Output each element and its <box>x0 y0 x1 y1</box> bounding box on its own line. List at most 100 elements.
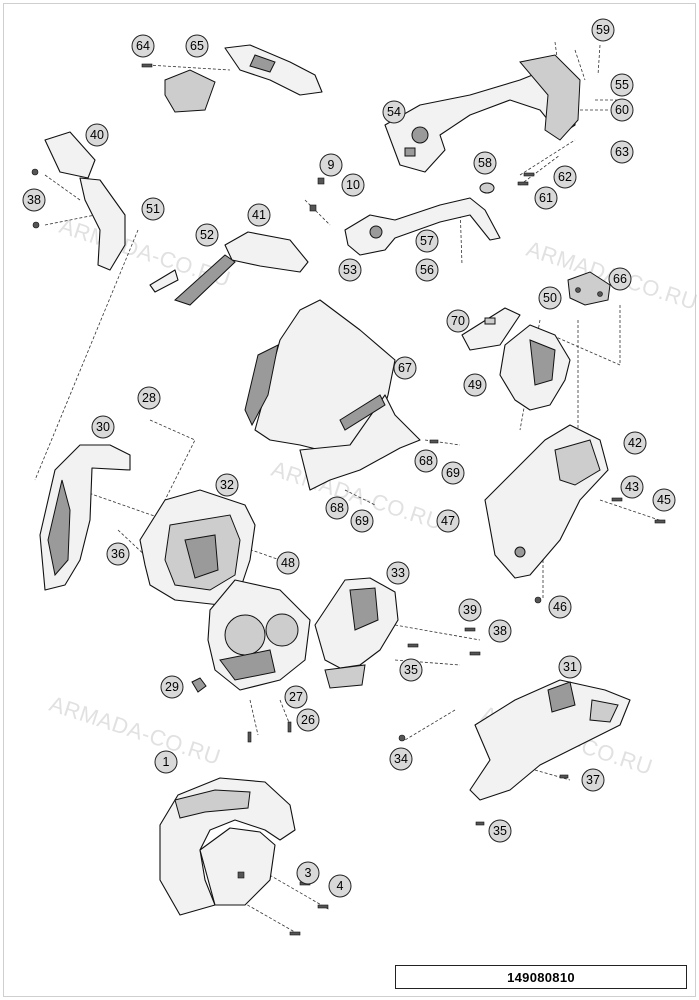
callout-57: 57 <box>415 229 439 253</box>
svg-text:50: 50 <box>543 291 557 305</box>
svg-text:59: 59 <box>596 23 610 37</box>
svg-text:45: 45 <box>657 493 671 507</box>
diagram-frame <box>3 3 696 997</box>
svg-text:47: 47 <box>441 514 455 528</box>
callout-29: 29 <box>160 675 184 699</box>
svg-text:39: 39 <box>463 603 477 617</box>
callout-53: 53 <box>338 258 362 282</box>
svg-text:38: 38 <box>493 624 507 638</box>
callout-50: 50 <box>538 286 562 310</box>
callout-62: 62 <box>553 165 577 189</box>
callout-30: 30 <box>91 415 115 439</box>
svg-text:38: 38 <box>27 193 41 207</box>
callout-10: 10 <box>341 173 365 197</box>
svg-text:48: 48 <box>281 556 295 570</box>
part-49-tray <box>499 324 571 411</box>
svg-text:4: 4 <box>337 879 344 893</box>
callout-49: 49 <box>463 373 487 397</box>
svg-text:40: 40 <box>90 128 104 142</box>
callout-35: 35 <box>399 658 423 682</box>
svg-text:43: 43 <box>625 480 639 494</box>
svg-text:3: 3 <box>305 866 312 880</box>
callout-58: 58 <box>473 151 497 175</box>
svg-text:64: 64 <box>136 39 150 53</box>
svg-text:62: 62 <box>558 170 572 184</box>
callout-68: 68 <box>325 496 349 520</box>
callout-47: 47 <box>436 509 460 533</box>
callout-40: 40 <box>85 123 109 147</box>
svg-text:68: 68 <box>419 454 433 468</box>
svg-text:41: 41 <box>252 208 266 222</box>
svg-text:33: 33 <box>391 566 405 580</box>
svg-text:70: 70 <box>451 314 465 328</box>
callout-33: 33 <box>386 561 410 585</box>
callout-27: 27 <box>284 685 308 709</box>
svg-text:42: 42 <box>628 436 642 450</box>
callout-3: 3 <box>296 861 320 885</box>
callout-28: 28 <box>137 386 161 410</box>
callout-45: 45 <box>652 488 676 512</box>
callout-65: 65 <box>185 34 209 58</box>
svg-text:27: 27 <box>289 690 303 704</box>
callout-54: 54 <box>382 100 406 124</box>
document-code: 149080810 <box>395 965 687 989</box>
svg-text:68: 68 <box>330 501 344 515</box>
callout-36: 36 <box>106 542 130 566</box>
callout-37: 37 <box>581 768 605 792</box>
svg-text:35: 35 <box>493 824 507 838</box>
watermark-text: ARMADA-CO.RU <box>46 691 223 770</box>
callout-70: 70 <box>446 309 470 333</box>
svg-text:36: 36 <box>111 547 125 561</box>
svg-text:53: 53 <box>343 263 357 277</box>
callout-32: 32 <box>215 473 239 497</box>
callout-52: 52 <box>195 223 219 247</box>
callout-4: 4 <box>328 874 352 898</box>
callout-51: 51 <box>141 197 165 221</box>
callout-48: 48 <box>276 551 300 575</box>
callout-35: 35 <box>488 819 512 843</box>
svg-text:1: 1 <box>163 755 170 769</box>
part-31-side-panel <box>469 679 631 826</box>
svg-text:30: 30 <box>96 420 110 434</box>
callout-60: 60 <box>610 98 634 122</box>
part-32-housing <box>139 489 256 606</box>
part-1-fender <box>159 777 329 936</box>
callout-55: 55 <box>610 73 634 97</box>
svg-text:54: 54 <box>387 105 401 119</box>
svg-text:52: 52 <box>200 228 214 242</box>
svg-text:61: 61 <box>539 191 553 205</box>
svg-text:31: 31 <box>563 660 577 674</box>
svg-text:29: 29 <box>165 680 179 694</box>
callout-66: 66 <box>608 267 632 291</box>
svg-text:37: 37 <box>586 773 600 787</box>
callout-38: 38 <box>22 188 46 212</box>
callout-46: 46 <box>548 595 572 619</box>
svg-text:58: 58 <box>478 156 492 170</box>
svg-text:56: 56 <box>420 263 434 277</box>
callout-56: 56 <box>415 258 439 282</box>
callout-26: 26 <box>296 708 320 732</box>
callout-39: 39 <box>458 598 482 622</box>
callout-69: 69 <box>441 461 465 485</box>
svg-text:34: 34 <box>394 752 408 766</box>
part-40-mirror <box>31 131 126 271</box>
svg-text:28: 28 <box>142 391 156 405</box>
part-42-side-panel <box>484 424 666 604</box>
svg-text:32: 32 <box>220 478 234 492</box>
callout-1: 1 <box>154 750 178 774</box>
callout-63: 63 <box>610 140 634 164</box>
part-53-bracket <box>309 177 501 256</box>
svg-text:49: 49 <box>468 378 482 392</box>
svg-text:67: 67 <box>398 361 412 375</box>
svg-text:46: 46 <box>553 600 567 614</box>
callout-67: 67 <box>393 356 417 380</box>
svg-text:51: 51 <box>146 202 160 216</box>
callout-68: 68 <box>414 449 438 473</box>
svg-text:26: 26 <box>301 713 315 727</box>
part-41-mirror <box>149 231 309 306</box>
callout-61: 61 <box>534 186 558 210</box>
svg-text:69: 69 <box>446 466 460 480</box>
callout-38: 38 <box>488 619 512 643</box>
svg-text:63: 63 <box>615 145 629 159</box>
